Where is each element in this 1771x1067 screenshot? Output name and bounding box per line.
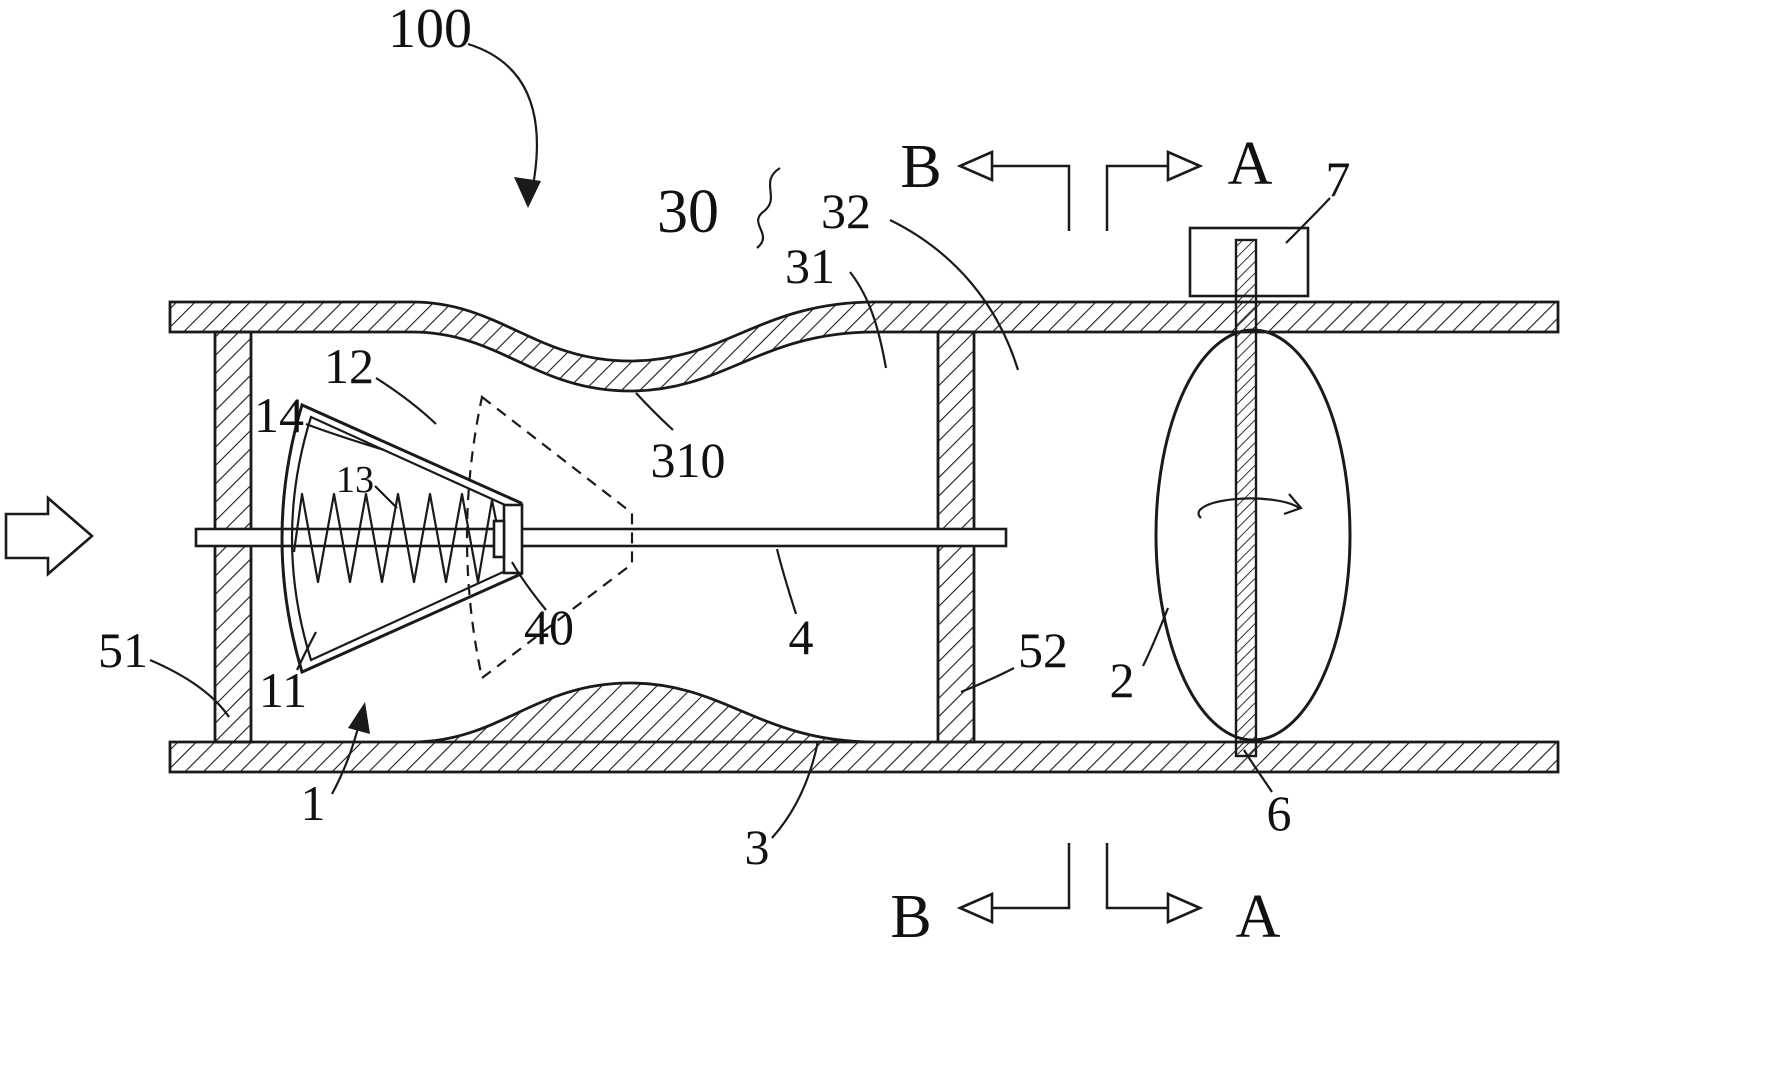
section-label-a-top: A — [1228, 130, 1273, 198]
label-30: 30 — [657, 178, 719, 246]
section-cut-arrow-icon-a-bottom — [1166, 892, 1204, 924]
label-11: 11 — [259, 662, 307, 718]
leader-arrowhead-1 — [348, 702, 370, 734]
label-1: 1 — [301, 775, 326, 831]
pipe-wall-bottom — [168, 681, 1560, 774]
spring-coil — [292, 492, 502, 584]
pipe-wall-top — [168, 300, 1560, 393]
section-cut-arrow-icon-a-top — [1166, 150, 1204, 182]
leader-12 — [375, 377, 437, 425]
leader-32 — [889, 219, 1020, 371]
leader-3 — [771, 740, 820, 839]
section-label-b-bottom: B — [890, 883, 931, 951]
label-13: 13 — [336, 459, 374, 501]
valve-cone-outer — [280, 402, 523, 675]
label-14: 14 — [254, 387, 304, 443]
valve-cone-inner — [290, 415, 516, 662]
label-100: 100 — [388, 0, 472, 60]
label-51: 51 — [98, 622, 148, 678]
rotation-arrowhead-icon — [1283, 493, 1303, 516]
section-label-a-bottom: A — [1236, 883, 1281, 951]
section-marker-bottom: B A — [890, 843, 1281, 951]
section-line-b-bottom — [992, 843, 1071, 910]
leader-arrowhead-100 — [514, 177, 541, 208]
label-40: 40 — [524, 599, 574, 655]
leader-310 — [635, 392, 674, 431]
section-cut-arrow-icon-b-bottom — [956, 892, 994, 924]
leader-52 — [960, 667, 1015, 694]
leader-11 — [296, 631, 317, 671]
section-cut-arrow-icon-b-top — [956, 150, 994, 182]
section-line-b-top — [992, 164, 1071, 231]
label-2: 2 — [1110, 652, 1135, 708]
section-label-b-top: B — [900, 133, 941, 201]
leader-31 — [849, 271, 888, 369]
label-4: 4 — [789, 609, 814, 665]
label-12: 12 — [324, 338, 374, 394]
label-52: 52 — [1018, 622, 1068, 678]
section-marker-top: B A — [900, 130, 1273, 231]
leader-51 — [149, 658, 230, 718]
leader-6 — [1243, 749, 1273, 793]
label-6: 6 — [1267, 785, 1292, 841]
label-7: 7 — [1326, 151, 1351, 207]
leader-40 — [511, 561, 547, 611]
brace-30-icon — [756, 167, 781, 249]
flow-direction-arrow-icon — [4, 495, 94, 577]
leader-2 — [1142, 607, 1170, 667]
label-32: 32 — [821, 183, 871, 239]
rotation-arrow-icon — [1197, 497, 1300, 519]
section-line-a-top — [1105, 164, 1168, 231]
leader-100 — [467, 42, 538, 197]
valve-shaft — [194, 527, 1008, 548]
leader-7 — [1285, 197, 1331, 244]
label-310: 310 — [651, 432, 726, 488]
section-line-a-bottom — [1105, 843, 1168, 910]
leader-4 — [775, 548, 798, 615]
label-31: 31 — [785, 238, 835, 294]
leader-14 — [305, 422, 385, 452]
leader-13 — [374, 485, 398, 509]
valve-cone-open-position — [465, 395, 634, 680]
label-3: 3 — [745, 819, 770, 875]
cone-tip-notch — [492, 519, 506, 559]
